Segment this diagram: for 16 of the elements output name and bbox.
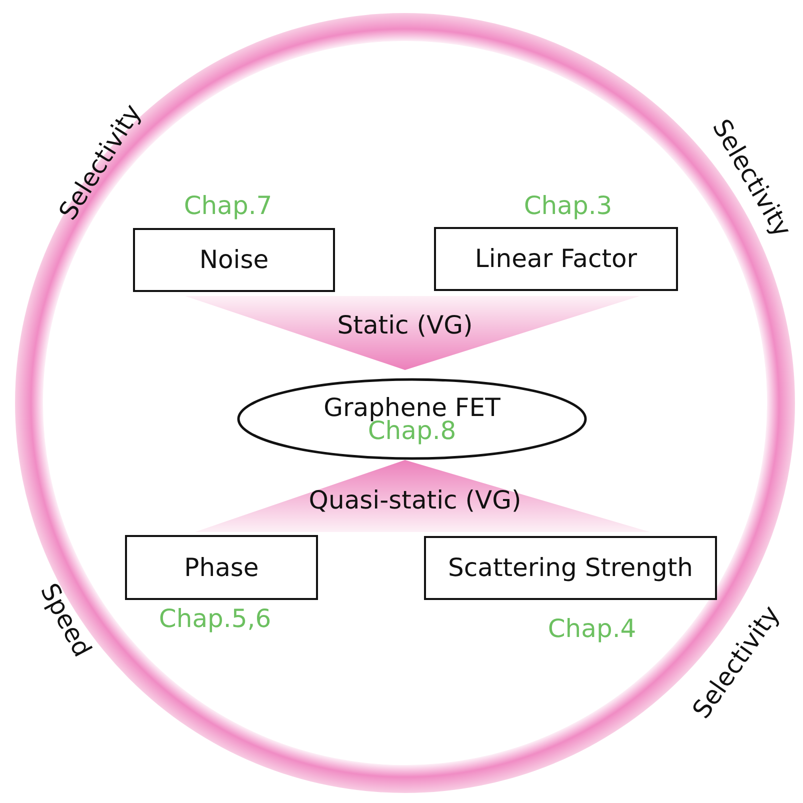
chapter-label: Chap.4 xyxy=(548,615,636,642)
fan-label: Static (VG) xyxy=(337,310,473,340)
node-label: Graphene FET xyxy=(324,394,500,421)
node-label: Noise xyxy=(199,246,269,274)
chapter-label: Chap.3 xyxy=(524,192,612,220)
process-box xyxy=(133,228,335,292)
chapter-label: Chap.7 xyxy=(184,192,272,220)
process-box xyxy=(434,227,678,291)
process-box xyxy=(125,535,318,600)
node-label: Linear Factor xyxy=(474,245,638,273)
ellipse-node xyxy=(237,378,587,460)
node-label: Phase xyxy=(184,554,259,582)
chapter-label: Chap.5,6 xyxy=(158,605,272,632)
node-label: Scattering Strength xyxy=(448,554,693,582)
process-box xyxy=(424,536,717,600)
fan-label: Quasi-static (VG) xyxy=(308,486,522,514)
